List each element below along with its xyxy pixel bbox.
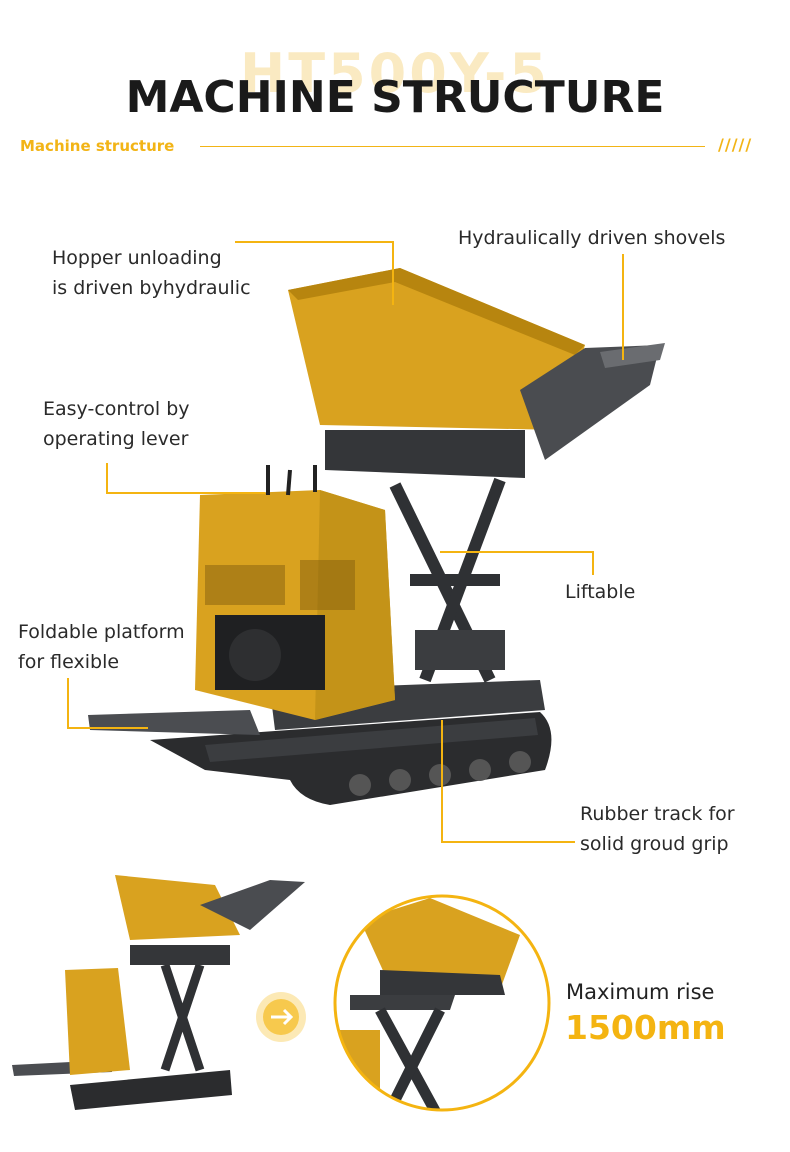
decorative-slashes: ///// (718, 135, 753, 154)
callout-lines (67, 241, 624, 843)
max-rise-value: 1500mm (565, 1008, 726, 1047)
main-machine-image (88, 268, 665, 805)
callout-platform: Foldable platform for flexible (18, 621, 185, 673)
subtitle-divider (200, 146, 705, 147)
section-subtitle: Machine structure (20, 137, 175, 155)
arrow-right-circle-icon (256, 992, 306, 1042)
model-watermark: HT500Y-5 (240, 42, 550, 105)
callout-liftable: Liftable (565, 581, 636, 603)
zoom-circle-image (333, 894, 551, 1112)
side-machine-image (12, 875, 305, 1110)
callout-track: Rubber track for solid groud grip (580, 803, 735, 855)
page-title: MACHINE STRUCTURE (125, 72, 665, 123)
callout-lever: Easy-control by operating lever (43, 398, 190, 450)
max-rise-label: Maximum rise (566, 980, 715, 1004)
callout-hopper: Hopper unloading is driven byhydraulic (52, 247, 251, 299)
callout-shovels: Hydraulically driven shovels (458, 227, 726, 249)
